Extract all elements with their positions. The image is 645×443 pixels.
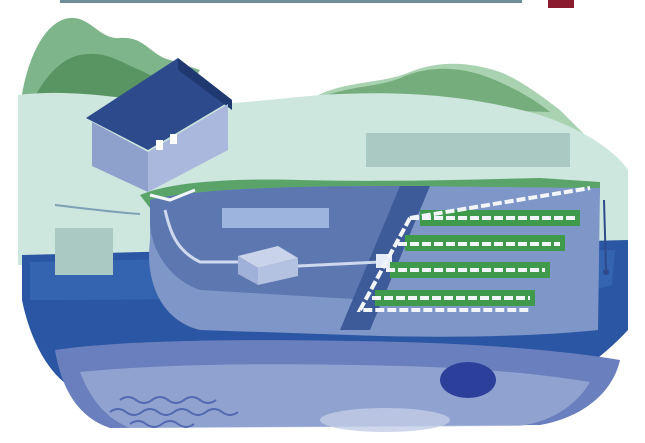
- right-drip: [603, 269, 609, 275]
- top-accent-mark: [548, 0, 574, 8]
- label-groundwater: [440, 362, 496, 398]
- house-window-right: [170, 134, 177, 144]
- house-window-left: [156, 140, 163, 150]
- label-pipe: [55, 228, 113, 275]
- label-septic-tank: [222, 208, 329, 228]
- top-border-line: [60, 0, 522, 3]
- bottom-shadow-ellipse: [320, 408, 450, 432]
- label-soil: [366, 133, 570, 167]
